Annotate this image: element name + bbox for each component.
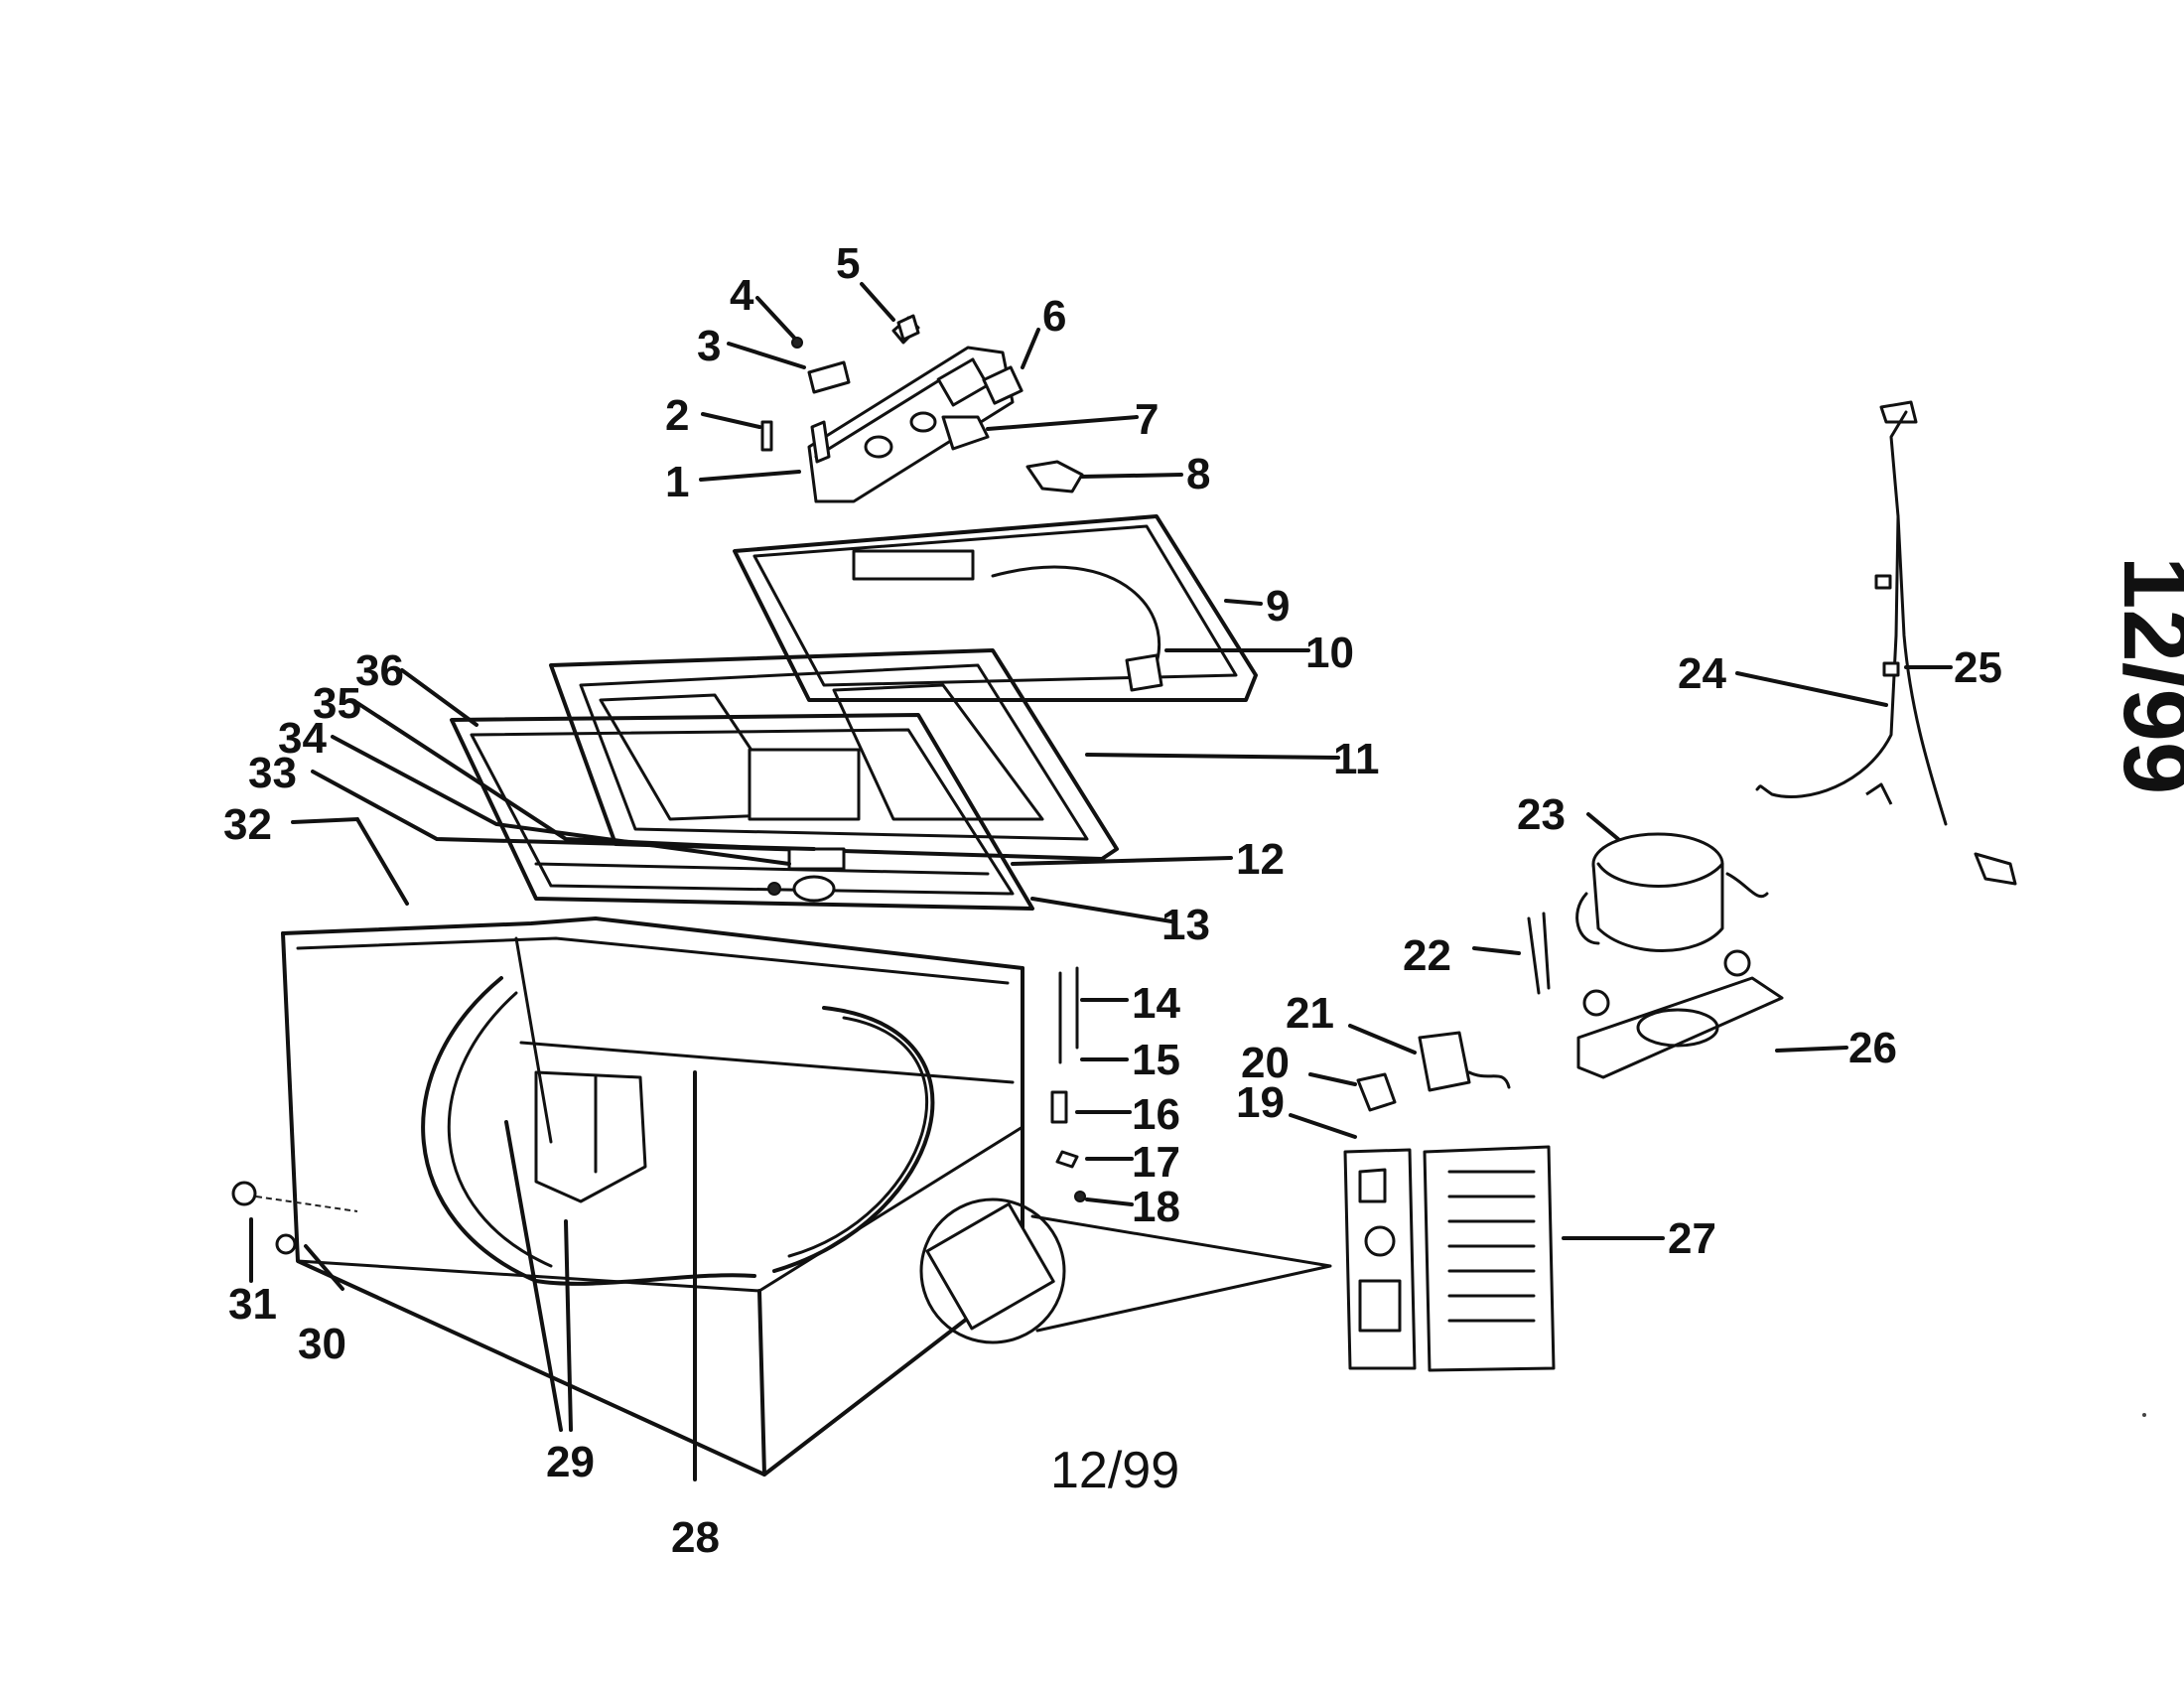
callout-19: 19 <box>1236 1078 1285 1127</box>
callout-27: 27 <box>1668 1214 1716 1263</box>
callout-20: 20 <box>1241 1039 1290 1087</box>
lid-outer-panel <box>733 514 1258 702</box>
callout-24: 24 <box>1678 649 1726 698</box>
callout-26: 26 <box>1848 1024 1897 1072</box>
callout-3: 3 <box>697 322 721 370</box>
part-21 <box>1418 1031 1511 1092</box>
control-panel-19 <box>1343 1148 1417 1370</box>
date-handwritten: 12/99 <box>2104 556 2184 794</box>
callout-15: 15 <box>1132 1036 1180 1084</box>
callout-7: 7 <box>1135 395 1159 444</box>
callout-8: 8 <box>1186 450 1210 498</box>
callout-2: 2 <box>665 391 689 440</box>
callout-29: 29 <box>546 1438 595 1486</box>
callout-1: 1 <box>665 458 689 506</box>
callout-32: 32 <box>223 800 272 849</box>
callout-25: 25 <box>1954 643 2002 692</box>
callout-9: 9 <box>1266 582 1290 631</box>
part-5-clip <box>896 314 920 342</box>
freezer-cabinet <box>231 916 1332 1477</box>
callout-14: 14 <box>1132 979 1180 1028</box>
compressor <box>1575 832 1784 1079</box>
drain-assembly <box>1050 966 1086 1202</box>
leader-lines <box>249 282 1953 1481</box>
part-3-bracket <box>807 360 851 394</box>
callout-33: 33 <box>248 749 297 797</box>
callout-11: 11 <box>1333 735 1380 783</box>
part-8-bulb <box>1025 460 1084 493</box>
callout-16: 16 <box>1132 1090 1180 1139</box>
callout-labels: 1 2 3 4 5 6 7 8 9 10 11 12 13 14 15 16 1… <box>223 239 2002 1562</box>
callout-13: 13 <box>1161 901 1210 949</box>
callout-36: 36 <box>355 646 404 695</box>
callout-5: 5 <box>836 239 860 288</box>
callout-12: 12 <box>1236 835 1285 884</box>
lid-liner <box>549 648 1119 861</box>
callout-4: 4 <box>730 271 754 320</box>
callout-35: 35 <box>313 679 361 728</box>
part-6-lens <box>982 365 1024 405</box>
power-cord <box>1755 400 2017 886</box>
callout-30: 30 <box>298 1320 346 1368</box>
callout-28: 28 <box>671 1513 720 1562</box>
lid-gasket-frame <box>450 713 1034 911</box>
part-2-clip <box>760 420 773 452</box>
callout-10: 10 <box>1305 629 1354 677</box>
callout-22: 22 <box>1403 931 1451 980</box>
part-22 <box>1527 912 1551 995</box>
part-20 <box>1356 1072 1397 1112</box>
callout-21: 21 <box>1286 989 1334 1038</box>
callout-17: 17 <box>1132 1138 1180 1187</box>
callout-23: 23 <box>1517 790 1566 839</box>
callout-6: 6 <box>1042 292 1066 341</box>
part-7-socket <box>941 415 990 451</box>
part-4-screw <box>791 337 803 349</box>
callout-34: 34 <box>278 714 327 763</box>
callout-18: 18 <box>1132 1183 1180 1231</box>
date-footer: 12/99 <box>1050 1442 1179 1499</box>
callout-31: 31 <box>228 1280 277 1329</box>
grille-27 <box>1423 1145 1556 1372</box>
control-housing <box>807 316 1015 503</box>
